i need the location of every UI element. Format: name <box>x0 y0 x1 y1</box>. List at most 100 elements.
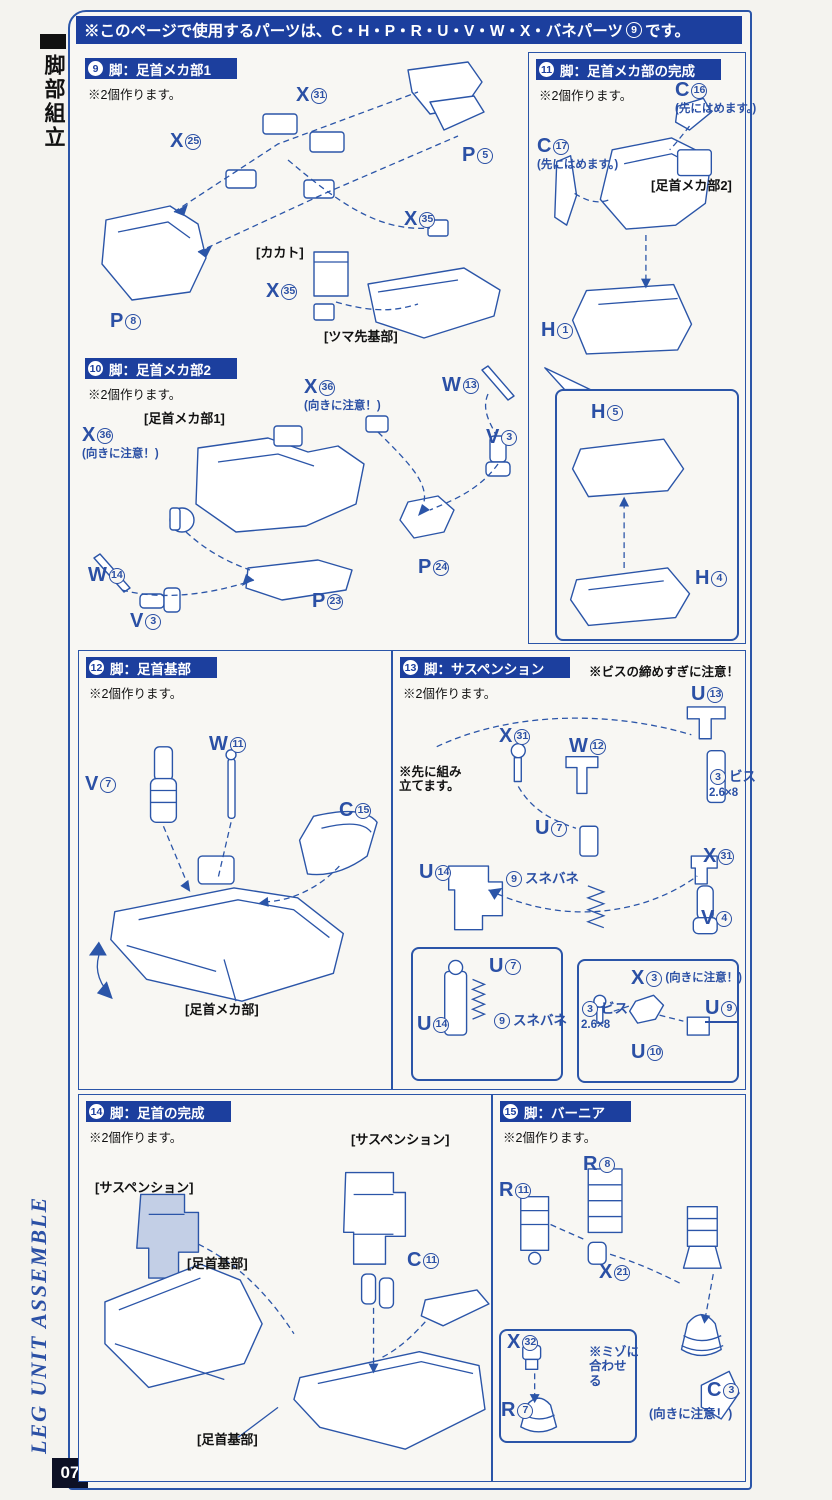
circled-part-number: 15 <box>355 802 372 819</box>
circled-part-number: 24 <box>433 559 450 576</box>
step-13-number-badge: 13 <box>403 660 418 675</box>
circled-part-number: 31 <box>311 87 328 104</box>
circled-part-number: 8 <box>125 313 142 330</box>
part-caption: [足首メカ部] <box>185 1002 259 1017</box>
circled-part-number: 17 <box>553 138 570 155</box>
circled-part-number: 3 <box>501 429 518 446</box>
step-13-heading: 脚：サスペンション <box>424 661 545 677</box>
circled-part-number: 14 <box>108 567 125 584</box>
part-caption: [足首基部] <box>187 1256 248 1271</box>
circled-part-number: 8 <box>599 1156 616 1173</box>
circled-part-number: 35 <box>281 283 298 300</box>
circled-part-number: 36 <box>319 379 336 396</box>
circled-part-number: 16 <box>691 82 708 99</box>
circled-part-number: 36 <box>97 427 114 444</box>
circled-part-number: 3 <box>646 970 663 987</box>
circled-part-number: 3 <box>582 1001 598 1018</box>
parts-notice-suffix: です。 <box>645 23 690 40</box>
step-10-heading: 脚：足首メカ部2 <box>109 362 212 378</box>
circled-part-number: 13 <box>707 686 724 703</box>
step-10-number-badge: 10 <box>88 361 103 376</box>
circled-part-number: 3 <box>723 1382 740 1399</box>
circled-part-number: 11 <box>229 736 246 753</box>
circled-part-number: 3 <box>145 613 162 630</box>
step-13-header: 13 脚：サスペンション <box>400 657 571 678</box>
circled-part-number: 4 <box>716 910 733 927</box>
circled-part-number: 21 <box>614 1264 631 1281</box>
step-13-quantity-note: ※2個作ります。 <box>403 687 497 701</box>
circled-part-number: 25 <box>185 133 202 150</box>
circled-part-number: 11 <box>515 1182 532 1199</box>
circled-part-number: 7 <box>517 1402 534 1419</box>
circled-part-number: 9 <box>721 1000 738 1017</box>
diagram-note: ※先に組み 立てます。 <box>399 765 462 794</box>
step-12-header: 12 脚：足首基部 <box>86 657 217 678</box>
step-15-heading: 脚：バーニア <box>524 1105 605 1121</box>
circled-part-number: 35 <box>419 211 436 228</box>
circled-part-number: 10 <box>647 1044 664 1061</box>
part-caption: [カカト] <box>256 245 304 260</box>
part-caption: [サスペンション] <box>351 1132 450 1147</box>
parts-notice-bar: ※このページで使用するパーツは、C・H・P・R・U・V・W・X・バネパーツ 9 … <box>76 16 742 44</box>
step-12-heading: 脚：足首基部 <box>110 661 191 677</box>
circled-part-number: 5 <box>477 147 494 164</box>
circled-part-number: 7 <box>505 958 522 975</box>
circled-part-number: 23 <box>327 593 344 610</box>
step-14-number-badge: 14 <box>89 1104 104 1119</box>
circled-part-number: 7 <box>551 820 568 837</box>
step-9-header: 9 脚：足首メカ部1 <box>85 58 238 79</box>
step-11-quantity-note: ※2個作ります。 <box>539 89 633 103</box>
circled-part-number: 5 <box>607 404 624 421</box>
section-title-vertical: 脚部組立 <box>42 54 65 150</box>
step-panel-14: 14 脚：足首の完成 ※2個作ります。 [サスペンション][サスペンション][足… <box>78 1094 492 1482</box>
section-title-english: LEG UNIT ASSEMBLE <box>26 1195 51 1454</box>
circled-part-number: 31 <box>718 848 735 865</box>
circled-part-number: 32 <box>522 1334 539 1351</box>
circled-part-number: 14 <box>435 864 452 881</box>
